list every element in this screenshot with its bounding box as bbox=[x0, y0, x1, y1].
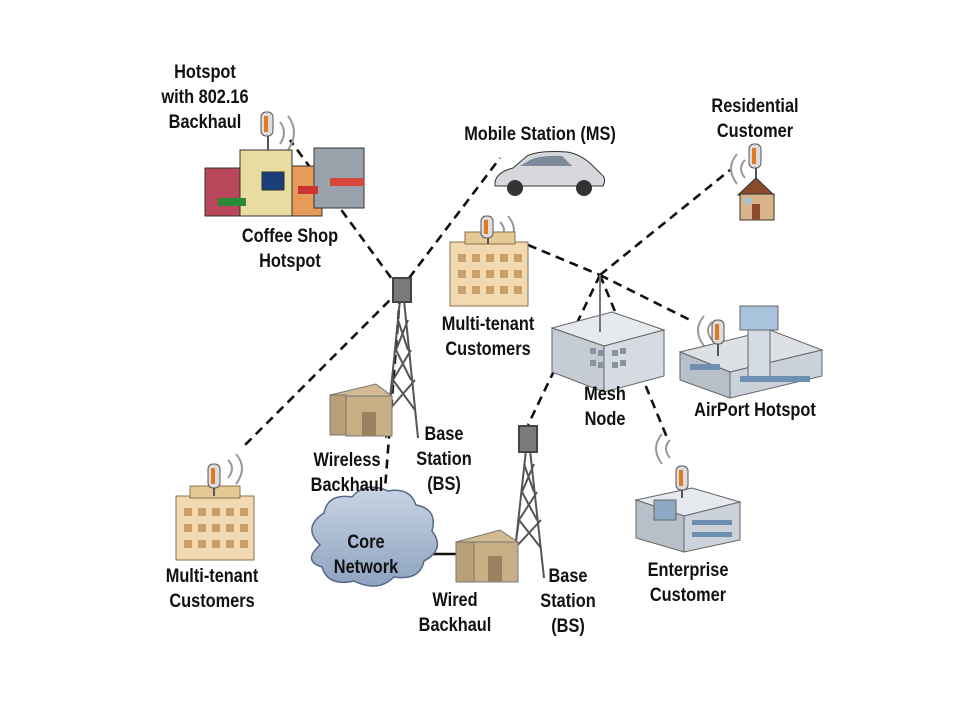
office-building-icon bbox=[550, 275, 666, 393]
link-multitenant-mesh bbox=[527, 243, 601, 277]
dish-antenna-icon bbox=[675, 465, 689, 498]
label-enterprise: Enterprise Customer bbox=[647, 560, 729, 606]
label-coffee-shop: Coffee Shop Hotspot bbox=[241, 226, 339, 272]
label-base-station-1: Base Station (BS) bbox=[416, 424, 472, 495]
storefront-icon bbox=[204, 147, 365, 217]
signal-wave-residential bbox=[730, 153, 746, 185]
coffee-shop-hotspot bbox=[204, 111, 365, 217]
label-multitenant-bottom: Multi-tenant Customers bbox=[165, 566, 259, 612]
dish-antenna-icon bbox=[260, 111, 274, 150]
link-bs1-mobile-station bbox=[398, 157, 502, 291]
office-building-icon bbox=[449, 231, 529, 307]
label-residential: Residential Customer bbox=[711, 96, 799, 142]
dish-antenna-icon bbox=[480, 215, 494, 244]
label-airport: AirPort Hotspot bbox=[694, 400, 816, 421]
label-wireless-backhaul: Wireless Backhaul bbox=[310, 450, 384, 496]
label-mesh-node: Mesh Node bbox=[584, 384, 626, 430]
link-bs1-coffee-shop bbox=[288, 139, 402, 291]
dish-antenna-icon bbox=[711, 319, 725, 356]
signal-wave-hotspot bbox=[279, 115, 295, 151]
label-hotspot-backhaul: Hotspot with 802.16 Backhaul bbox=[161, 62, 249, 133]
dish-antenna-icon bbox=[207, 463, 221, 496]
label-multitenant-top: Multi-tenant Customers bbox=[441, 314, 535, 360]
signal-waves bbox=[227, 115, 746, 485]
label-wired-backhaul: Wired Backhaul bbox=[418, 590, 492, 636]
cloud-icon bbox=[310, 486, 439, 587]
office-building-icon bbox=[328, 383, 394, 437]
label-mobile-station: Mobile Station (MS) bbox=[464, 124, 616, 145]
link-mesh-residential bbox=[599, 168, 731, 277]
car-icon bbox=[494, 151, 606, 196]
house-icon bbox=[736, 177, 776, 221]
dish-antenna-icon bbox=[748, 143, 762, 178]
link-mesh-airport bbox=[599, 273, 691, 322]
office-building-icon bbox=[634, 487, 742, 553]
office-building-icon bbox=[454, 529, 520, 583]
signal-wave-multitenant-bottom bbox=[227, 453, 243, 485]
link-bs1-multitenant-bottom bbox=[244, 289, 401, 446]
airport-terminal-icon bbox=[678, 305, 824, 399]
label-base-station-2: Base Station (BS) bbox=[540, 566, 596, 637]
label-core-network: Core Network bbox=[333, 532, 399, 578]
signal-wave-enterprise bbox=[655, 433, 671, 465]
office-building-icon bbox=[175, 485, 255, 561]
signal-wave-airport bbox=[697, 315, 713, 347]
